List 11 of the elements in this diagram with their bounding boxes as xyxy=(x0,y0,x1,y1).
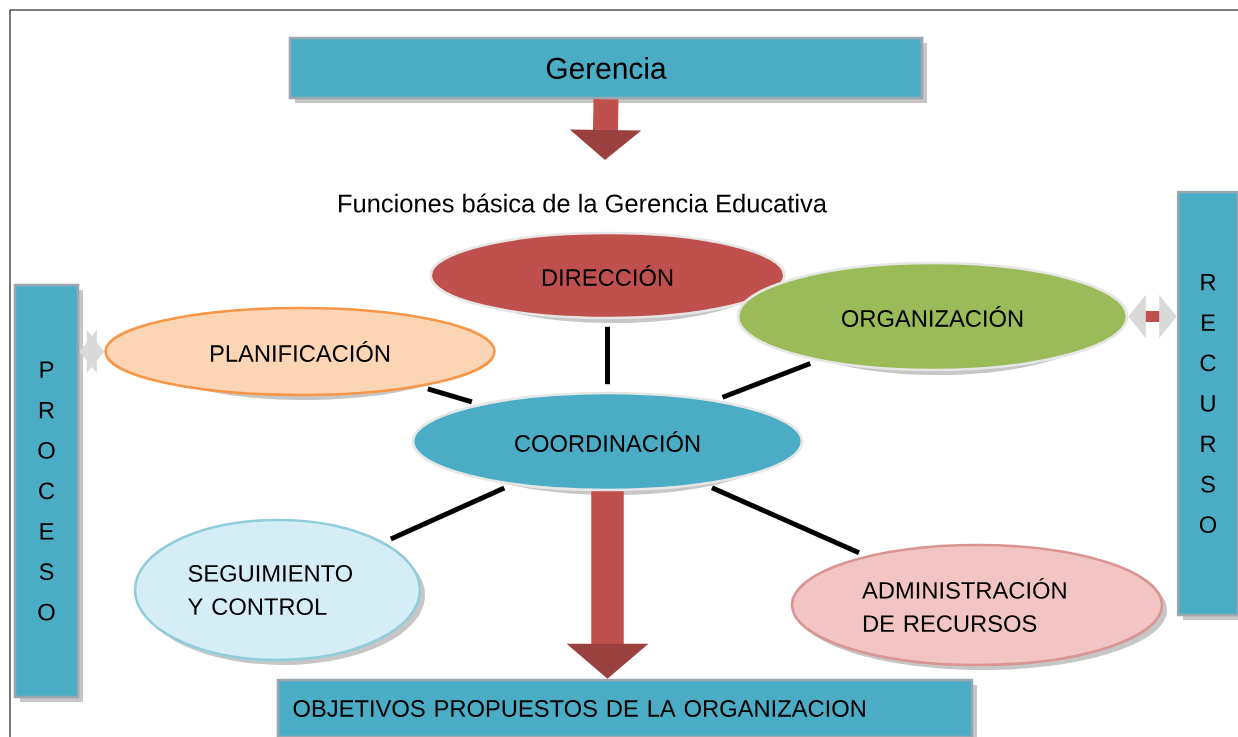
result-box: OBJETIVOS PROPUESTOS DE LA ORGANIZACION xyxy=(276,678,977,737)
vertical-box: P R O C E S O xyxy=(13,283,83,702)
connector-line xyxy=(389,485,506,542)
connector-line xyxy=(721,361,812,400)
connector-line xyxy=(605,326,610,385)
connector-line xyxy=(710,485,860,556)
vertical-box: R E C U R S O xyxy=(1176,190,1238,620)
connector-line xyxy=(427,386,473,405)
title-box: Gerencia xyxy=(288,36,927,103)
diagram-title: Funciones básica de la Gerencia Educativa xyxy=(339,193,827,213)
block-arrow xyxy=(1128,294,1177,339)
